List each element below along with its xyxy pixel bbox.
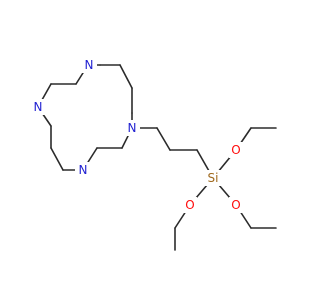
atom-n-upper: N <box>81 57 97 73</box>
atom-o-left: O <box>183 197 197 213</box>
atom-n-left: N <box>30 99 46 115</box>
atom-label-n: N <box>34 100 43 114</box>
atom-label-si: Si <box>208 171 219 185</box>
atom-label-n: N <box>79 163 88 177</box>
atom-label-o: O <box>185 198 194 212</box>
atom-n-substituted: N <box>124 120 140 136</box>
atom-si: Si <box>203 170 223 186</box>
atom-label-n: N <box>128 121 137 135</box>
ring-bond <box>119 64 133 89</box>
atom-label-o: O <box>231 143 240 157</box>
atom-label-n: N <box>85 58 94 72</box>
atom-n-lower: N <box>75 162 91 178</box>
propyl-bond <box>156 127 171 151</box>
molecule-structure-diagram: N N N N Si O O O <box>30 57 277 251</box>
atom-labels: N N N N Si O O O <box>30 57 243 213</box>
ring-bond <box>50 147 64 171</box>
atom-o-right: O <box>229 197 243 213</box>
atom-label-o: O <box>231 198 240 212</box>
atom-o-upper: O <box>229 142 243 158</box>
